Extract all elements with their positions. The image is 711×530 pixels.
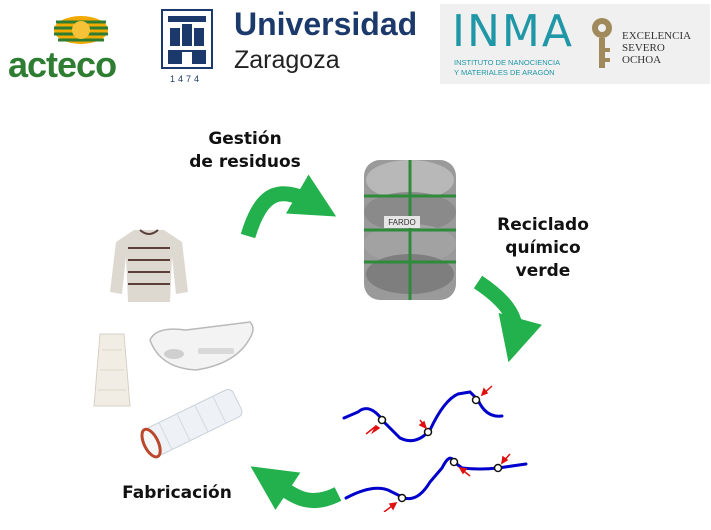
- bond-node: [423, 427, 433, 437]
- textile-bale-image: FARDO: [364, 160, 456, 300]
- step-waste-label: Gestión de residuos: [180, 128, 310, 174]
- step-recycling-line2: químico: [505, 238, 581, 258]
- sweater-image: [110, 229, 188, 302]
- polymer-chains: [342, 385, 528, 512]
- step-recycling-label: Reciclado químico verde: [488, 214, 598, 283]
- unizar-subtitle: Zaragoza: [234, 46, 340, 74]
- coat-of-arms-icon: [161, 9, 213, 69]
- acteco-wordmark: acteco: [8, 44, 117, 85]
- unizar-title: Universidad: [234, 6, 418, 42]
- step-recycling-line1: Reciclado: [497, 215, 589, 235]
- unizar-year: 1474: [170, 74, 203, 84]
- inma-line2: Y MATERIALES DE ARAGÓN: [454, 68, 555, 77]
- arrow-to-products: [250, 466, 342, 511]
- bond-node: [377, 415, 387, 425]
- arrow-to-bale: [240, 174, 337, 239]
- step-recycling-line3: verde: [515, 261, 571, 281]
- bond-node: [449, 457, 459, 467]
- bond-node: [471, 395, 481, 405]
- arrow-to-polymer: [473, 275, 543, 363]
- inma-line1: INSTITUTO DE NANOCIENCIA: [454, 58, 561, 67]
- filter-cartridge-image: [140, 389, 243, 459]
- so-line3: OCHOA: [622, 54, 662, 66]
- bond-node: [397, 493, 407, 503]
- bale-tag: FARDO: [388, 218, 416, 227]
- acteco-logo: acteco: [8, 8, 148, 86]
- so-line1: EXCELENCIA: [622, 30, 692, 42]
- bond-node: [493, 463, 503, 473]
- sun-logo-icon: [54, 16, 108, 44]
- so-line2: SEVERO: [622, 42, 665, 54]
- keyhole-logo-icon: [592, 18, 612, 68]
- inma-wordmark: INMA: [452, 6, 574, 57]
- polymer-chain-2: [344, 456, 528, 501]
- yarn-cone-image: [93, 333, 131, 407]
- step-waste-line1: Gestión: [208, 129, 282, 149]
- step-manufacturing-label: Fabricación: [122, 483, 232, 503]
- unizar-logo: 1474 Universidad Zaragoza: [160, 6, 430, 86]
- car-bumper-image: [149, 321, 254, 371]
- inma-panel: INMA INSTITUTO DE NANOCIENCIA Y MATERIAL…: [440, 4, 710, 84]
- step-waste-line2: de residuos: [189, 152, 301, 172]
